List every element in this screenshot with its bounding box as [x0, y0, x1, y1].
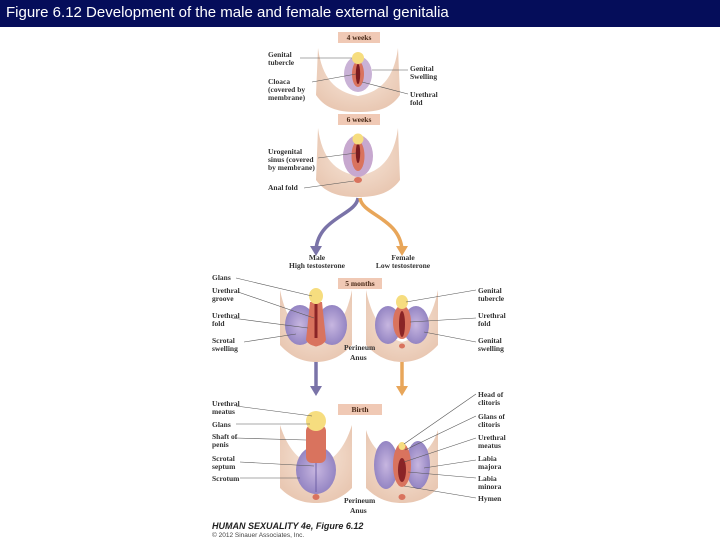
stage-5-months: 5 months: [338, 278, 382, 289]
stage-4-weeks-drawing: [316, 48, 400, 112]
stage-4-weeks: 4 weeks: [338, 32, 380, 43]
label-anal-fold: Anal fold: [268, 183, 298, 192]
label-birth-glans: Glans: [212, 420, 231, 429]
label-birth-anus: Anus: [350, 506, 367, 515]
label-male-glans: Glans: [212, 273, 231, 282]
female-branch-label: Female Low testosterone: [375, 253, 431, 270]
figure-title: Figure 6.12 Development of the male and …: [6, 4, 449, 21]
stage-birth: Birth: [338, 404, 382, 415]
stage-6-weeks: 6 weeks: [338, 114, 380, 125]
male-birth-drawing: [280, 411, 352, 503]
label-birth-perineum: Perineum: [344, 496, 376, 505]
figure-credit: HUMAN SEXUALITY 4e, Figure 6.12: [212, 521, 364, 531]
label-perineum: Perineum: [344, 343, 376, 352]
label-birth-hymen: Hymen: [478, 494, 502, 503]
female-5-months-drawing: [366, 290, 438, 362]
male-5-months-drawing: [280, 288, 352, 362]
female-birth-drawing: [366, 430, 438, 503]
label-birth-scrotum: Scrotum: [212, 474, 240, 483]
label-anus: Anus: [350, 353, 367, 362]
copyright-notice: © 2012 Sinauer Associates, Inc.: [212, 532, 305, 539]
male-branch-label: Male High testosterone: [289, 253, 345, 270]
stage-6-weeks-drawing: [316, 128, 400, 197]
title-bar: Figure 6.12 Development of the male and …: [0, 0, 720, 27]
